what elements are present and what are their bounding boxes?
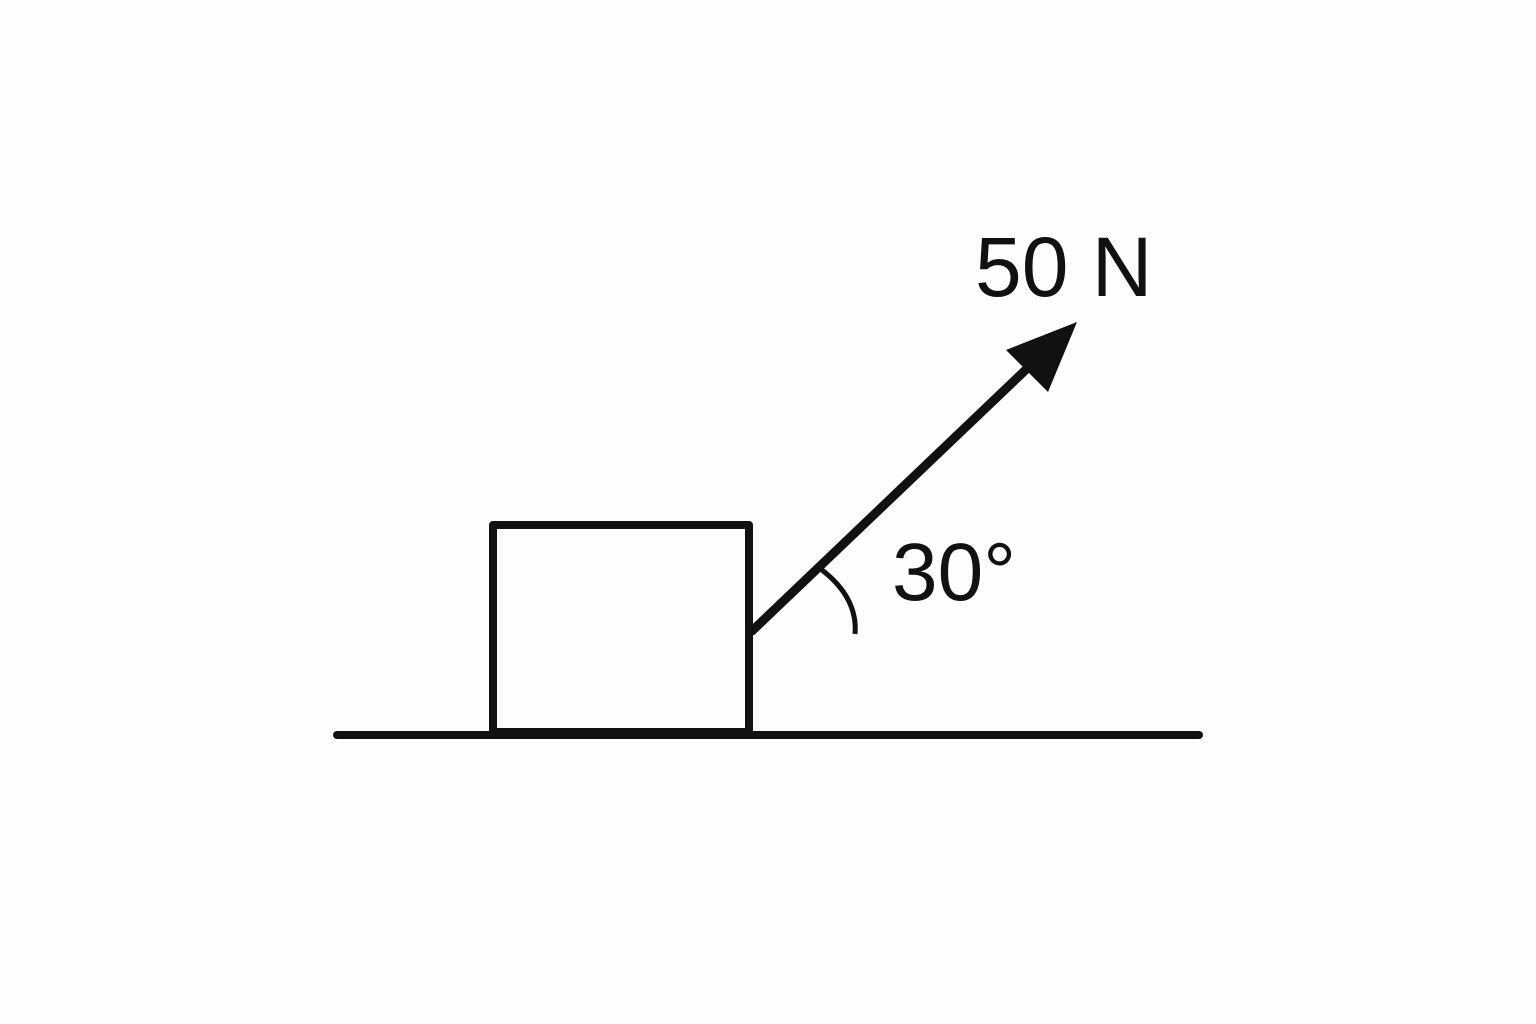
- force-arrow-head: [1006, 322, 1077, 392]
- angle-label: 30°: [892, 527, 1016, 618]
- force-arrow-shaft: [747, 355, 1041, 636]
- block: [489, 521, 753, 736]
- force-label: 50 N: [975, 220, 1152, 314]
- angle-arc: [820, 568, 858, 635]
